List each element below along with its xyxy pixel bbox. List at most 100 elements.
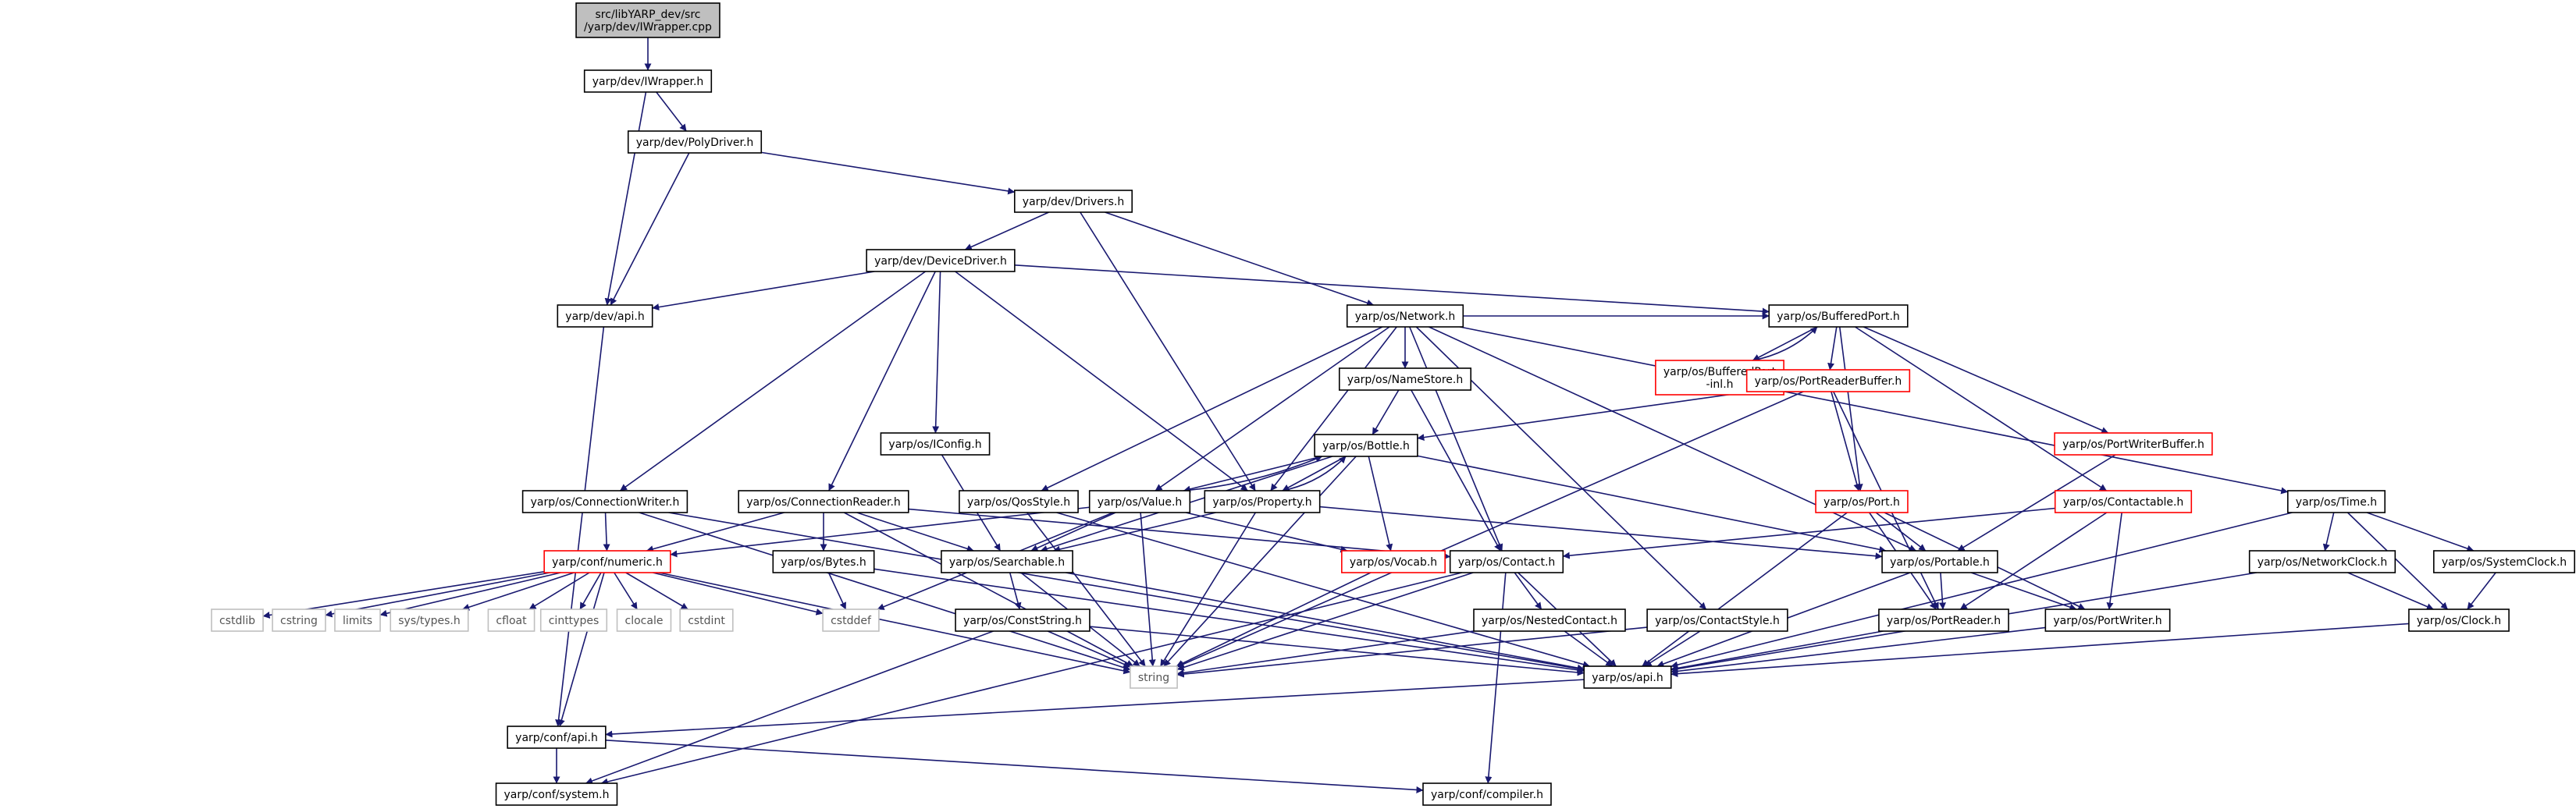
node-portwriterbuffer-h[interactable]: yarp/os/PortWriterBuffer.h <box>2054 432 2213 456</box>
node-numeric-h[interactable]: yarp/conf/numeric.h <box>543 550 671 573</box>
node-label: cfloat <box>496 615 527 627</box>
include-edge-bufferedport_h-to-portreaderbuffer_h <box>1827 326 1838 371</box>
node-box <box>1130 665 1178 689</box>
node-drivers-h[interactable]: yarp/dev/Drivers.h <box>1013 190 1133 213</box>
include-edge-iwrapper_h-to-polydriver_h <box>656 91 687 132</box>
node-qosstyle-h[interactable]: yarp/os/QosStyle.h <box>959 490 1079 513</box>
node-portreaderbuffer-h[interactable]: yarp/os/PortReaderBuffer.h <box>1745 369 1911 392</box>
node-label: clocale <box>625 615 664 627</box>
node-dev-api-h[interactable]: yarp/dev/api.h <box>557 304 653 328</box>
node-box <box>616 609 672 632</box>
node-label: yarp/dev/PolyDriver.h <box>636 137 754 149</box>
node-connectionwriter-h[interactable]: yarp/os/ConnectionWriter.h <box>521 490 688 513</box>
include-edge-connectionreader_h-to-string <box>843 512 1134 667</box>
include-edge-portable_h-to-portreader_h <box>1939 572 1946 610</box>
node-label: cstddef <box>831 615 872 627</box>
node-label: yarp/os/Property.h <box>1212 496 1311 509</box>
include-edge-drivers_h-to-devicedriver_h <box>964 211 1050 250</box>
include-edge-network_h-to-contact_h <box>1409 326 1503 552</box>
node-box <box>2408 609 2510 632</box>
node-box <box>941 550 1073 573</box>
node-systemclock-h[interactable]: yarp/os/SystemClock.h <box>2433 550 2575 573</box>
node-box <box>1473 609 1626 632</box>
node-iconfig-h[interactable]: yarp/os/IConfig.h <box>880 432 991 456</box>
node-os-api-h[interactable]: yarp/os/api.h <box>1583 665 1672 689</box>
include-edge-nestedcontact_h-to-os_api_h <box>1564 630 1614 667</box>
include-edge-value_h-to-searchable_h <box>1030 512 1116 552</box>
node-nestedcontact-h[interactable]: yarp/os/NestedContact.h <box>1473 609 1626 632</box>
include-edge-portwriterbuffer_h-to-portable_h <box>1957 454 2116 552</box>
include-edge-bottle_h-to-value_h <box>1183 456 1322 493</box>
node-conststring-h[interactable]: yarp/os/ConstString.h <box>955 609 1091 632</box>
include-edge-contact_h-to-nestedcontact_h <box>1514 572 1542 610</box>
node-label: yarp/conf/api.h <box>515 732 598 744</box>
include-edge-bufferedport_h-to-portwriterbuffer_h <box>1863 326 2109 434</box>
include-edge-drivers_h-to-network_h <box>1105 211 1374 307</box>
include-edge-property_h-to-string <box>1159 512 1257 667</box>
node-label: yarp/os/SystemClock.h <box>2442 556 2567 569</box>
node-vocab-h[interactable]: yarp/os/Vocab.h <box>1341 550 1446 573</box>
node-searchable-h[interactable]: yarp/os/Searchable.h <box>941 550 1073 573</box>
node-label: cinttypes <box>549 615 600 627</box>
include-edge-clock_h-to-os_api_h <box>1670 623 2409 678</box>
node-label: yarp/conf/numeric.h <box>552 556 663 569</box>
include-edge-network_h-to-time_h <box>1460 326 2289 495</box>
node-box <box>1338 367 1472 391</box>
include-edge-numeric_h-to-cstring <box>325 572 550 618</box>
node-clock-h[interactable]: yarp/os/Clock.h <box>2408 609 2510 632</box>
include-edge-contactstyle_h-to-os_api_h <box>1644 630 1701 667</box>
node-compiler-h[interactable]: yarp/conf/compiler.h <box>1422 782 1552 806</box>
node-bufferedport-h[interactable]: yarp/os/BufferedPort.h <box>1768 304 1909 328</box>
node-contactable-h[interactable]: yarp/os/Contactable.h <box>2054 490 2193 513</box>
node-root[interactable]: src/libYARP_dev/src/yarp/dev/IWrapper.cp… <box>575 2 720 38</box>
include-edge-property_h-to-portable_h <box>1319 506 1883 560</box>
node-contactstyle-h[interactable]: yarp/os/ContactStyle.h <box>1646 609 1788 632</box>
include-edge-value_h-to-vocab_h <box>1185 512 1348 553</box>
node-conf-api-h[interactable]: yarp/conf/api.h <box>507 726 607 749</box>
node-label: -inl.h <box>1706 378 1733 391</box>
node-box <box>866 249 1016 272</box>
include-edge-devicedriver_h-to-connectionwriter_h <box>620 271 926 491</box>
node-time-h[interactable]: yarp/os/Time.h <box>2287 490 2386 513</box>
include-edge-numeric_h-to-cstddef <box>653 572 824 616</box>
node-box <box>959 490 1079 513</box>
node-bottle-h[interactable]: yarp/os/Bottle.h <box>1314 434 1418 457</box>
node-label: yarp/os/Vocab.h <box>1350 556 1437 569</box>
node-property-h[interactable]: yarp/os/Property.h <box>1204 490 1321 513</box>
node-networkclock-h[interactable]: yarp/os/NetworkClock.h <box>2248 550 2396 573</box>
node-label: /yarp/dev/IWrapper.cpp <box>584 21 712 34</box>
node-devicedriver-h[interactable]: yarp/dev/DeviceDriver.h <box>866 249 1016 272</box>
node-polydriver-h[interactable]: yarp/dev/PolyDriver.h <box>627 130 763 154</box>
node-portable-h[interactable]: yarp/os/Portable.h <box>1881 550 1998 573</box>
node-value-h[interactable]: yarp/os/Value.h <box>1088 490 1191 513</box>
include-edge-bufferedport_h-to-port_h <box>1838 326 1863 491</box>
node-connectionreader-h[interactable]: yarp/os/ConnectionReader.h <box>738 490 909 513</box>
node-label: yarp/os/ConstString.h <box>963 615 1082 627</box>
node-network-h[interactable]: yarp/os/Network.h <box>1346 304 1464 328</box>
node-label: src/libYARP_dev/src <box>596 9 701 21</box>
include-edge-numeric_h-to-cfloat <box>528 572 590 610</box>
node-contact-h[interactable]: yarp/os/Contact.h <box>1449 550 1564 573</box>
include-edge-portreaderbuffer_h-to-string <box>1176 391 1804 668</box>
include-edge-connectionwriter_h-to-numeric_h <box>603 512 610 552</box>
node-portwriter-h[interactable]: yarp/os/PortWriter.h <box>2044 609 2171 632</box>
node-label: yarp/os/NetworkClock.h <box>2258 556 2388 569</box>
include-edge-connectionreader_h-to-searchable_h <box>856 512 974 552</box>
node-namestore-h[interactable]: yarp/os/NameStore.h <box>1338 367 1472 391</box>
node-portreader-h[interactable]: yarp/os/PortReader.h <box>1878 609 2009 632</box>
node-iwrapper-h[interactable]: yarp/dev/IWrapper.h <box>583 69 713 93</box>
node-label: yarp/os/Bytes.h <box>781 556 866 569</box>
node-box <box>2054 432 2213 456</box>
node-system-h[interactable]: yarp/conf/system.h <box>495 782 618 806</box>
include-edge-qosstyle_h-to-string <box>1026 512 1146 667</box>
include-edge-networkclock_h-to-clock_h <box>2347 572 2434 610</box>
node-bytes-h[interactable]: yarp/os/Bytes.h <box>772 550 875 573</box>
include-edge-time_h-to-clock_h <box>2347 512 2449 610</box>
node-port-h[interactable]: yarp/os/Port.h <box>1815 490 1909 513</box>
node-layer: src/libYARP_dev/src/yarp/dev/IWrapper.cp… <box>211 2 2575 806</box>
node-box <box>1341 550 1446 573</box>
node-cfloat: cfloat <box>487 609 535 632</box>
include-edge-bottle_h-to-portable_h <box>1417 455 1887 553</box>
include-edge-namestore_h-to-contact_h <box>1411 389 1501 552</box>
include-edge-searchable_h-to-conststring_h <box>1009 572 1022 610</box>
